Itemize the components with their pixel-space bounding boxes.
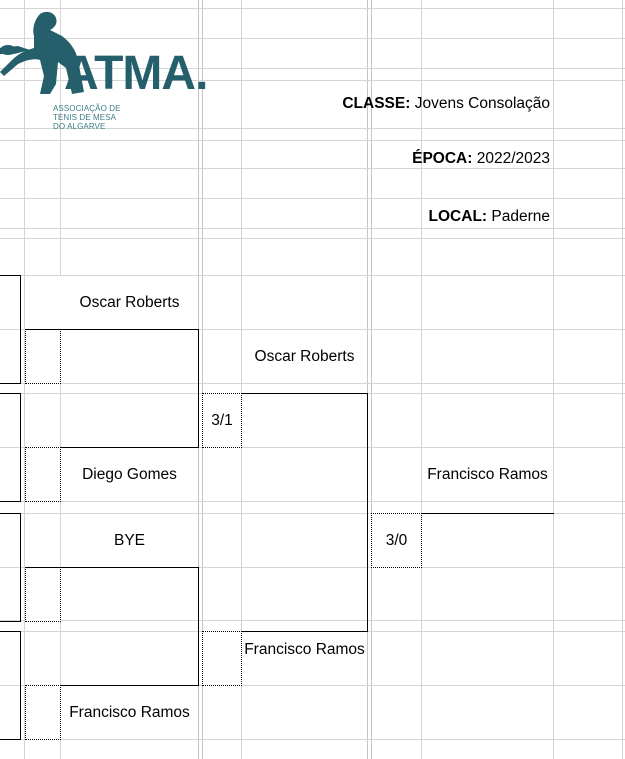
epoca-value: 2022/2023 xyxy=(476,150,550,167)
round2-score: 3/1 xyxy=(211,412,233,429)
round2-player-oscar-roberts: Oscar Roberts xyxy=(254,348,355,365)
final-winner-francisco-ramos: Francisco Ramos xyxy=(427,466,548,483)
round1-score-cell xyxy=(25,685,61,740)
round2-score-cell xyxy=(202,631,242,686)
logo-wordmark: ATMA. xyxy=(64,47,208,100)
local-value: Paderne xyxy=(491,208,550,225)
round2-score-cell xyxy=(202,393,242,448)
round1-player-diego-gomes: Diego Gomes xyxy=(82,466,177,483)
round1-score-cell xyxy=(25,447,61,502)
classe-label: CLASSE: xyxy=(342,95,411,112)
round1-player-oscar-roberts: Oscar Roberts xyxy=(79,294,180,311)
round2-player-francisco-ramos: Francisco Ramos xyxy=(244,641,365,658)
classe-row: CLASSE: Jovens Consolação xyxy=(342,94,550,114)
logo-subtitle: ASSOCIAÇÃO DE TENIS DE MESA DO ALGARVE xyxy=(53,104,121,131)
final-score: 3/0 xyxy=(385,532,408,549)
local-label: LOCAL: xyxy=(428,208,488,225)
epoca-row: ÉPOCA: 2022/2023 xyxy=(412,149,550,169)
table-tennis-player-icon xyxy=(0,11,84,95)
local-row: LOCAL: Paderne xyxy=(429,207,550,227)
round1-player-bye: BYE xyxy=(113,532,145,549)
round1-player-francisco-ramos: Francisco Ramos xyxy=(69,704,190,721)
atma-logo: ATMA. ASSOCIAÇÃO DE TENIS DE MESA DO ALG… xyxy=(0,6,215,131)
classe-value: Jovens Consolação xyxy=(414,95,550,112)
round1-score-cell xyxy=(25,567,61,622)
epoca-label: ÉPOCA: xyxy=(412,150,473,167)
round1-score-cell xyxy=(25,329,61,384)
final-score-cell xyxy=(371,513,422,568)
